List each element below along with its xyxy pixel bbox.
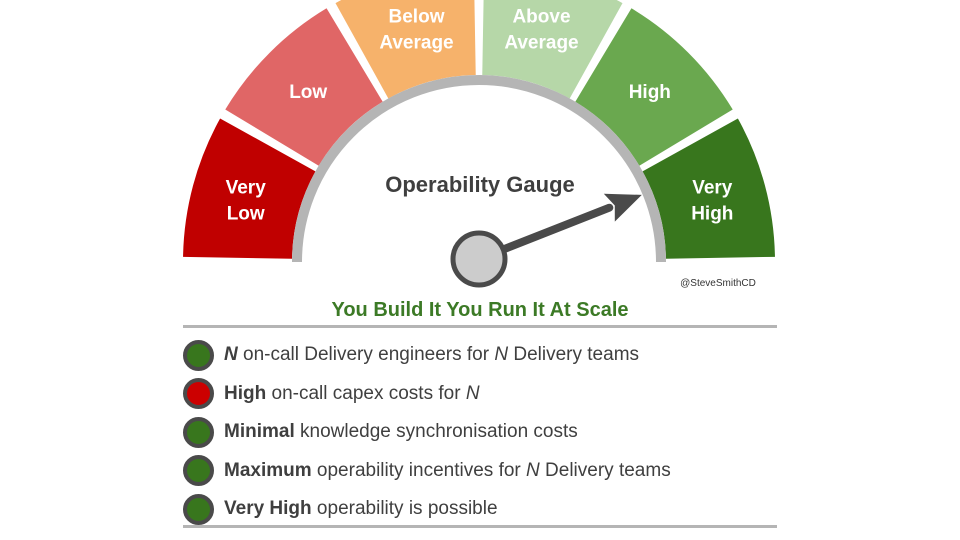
author-credit: @SteveSmithCD [680, 278, 756, 289]
status-dot-good [183, 493, 214, 525]
gauge-segment-label: Above [512, 7, 570, 28]
gauge-segment-label: Low [227, 204, 265, 225]
list-item-text: Very High operability is possible [224, 498, 498, 520]
list-item-text: Minimal knowledge synchronisation costs [224, 421, 578, 443]
list-item-text-part: operability incentives for [311, 459, 527, 481]
list-item-text-part: High [224, 382, 267, 404]
gauge-segment [642, 118, 775, 259]
divider-bottom [183, 525, 777, 528]
list-item-text-part: knowledge synchronisation costs [294, 421, 578, 443]
needle-hub [450, 230, 508, 288]
list-item: Very High operability is possible [183, 490, 777, 529]
gauge-segment-label: Low [289, 82, 327, 103]
needle-arrowhead [603, 193, 642, 222]
status-dot-good [183, 416, 214, 448]
list-item-text-part: on-call Delivery engineers for [237, 344, 495, 366]
list-item: N on-call Delivery engineers for N Deliv… [183, 336, 777, 375]
status-dot-bad [183, 378, 214, 410]
gauge-segment-label: Very [692, 178, 733, 199]
gauge-segment [335, 0, 476, 99]
list-item-text-part: Very High [224, 498, 312, 520]
status-dot-good [183, 339, 214, 371]
list-item-text: N on-call Delivery engineers for N Deliv… [224, 344, 639, 366]
gauge-segment-label: High [629, 82, 671, 103]
gauge-segment-label: Average [504, 33, 578, 54]
gauge-segment-label: Below [389, 7, 445, 28]
divider-top [183, 325, 777, 328]
list-item-text-part: N [465, 382, 480, 404]
gauge-segment [575, 8, 733, 166]
status-dot-good [183, 455, 214, 487]
gauge-needle [450, 193, 642, 288]
gauge-inner-arc [292, 75, 666, 263]
list-item: Maximum operability incentives for N Del… [183, 452, 777, 491]
gauge-segment [482, 0, 623, 99]
list-item-text-part: N [224, 344, 238, 366]
gauge-segment [183, 118, 316, 259]
list-item-text-part: Delivery teams [539, 459, 671, 481]
list-item: Minimal knowledge synchronisation costs [183, 413, 777, 452]
list-item: High on-call capex costs for N [183, 375, 777, 414]
gauge-subtitle: You Build It You Run It At Scale [331, 299, 629, 321]
list-item-text-part: on-call capex costs for [266, 382, 466, 404]
list-item-text-part: N [494, 344, 509, 366]
gauge-title: Operability Gauge [385, 172, 575, 197]
gauge-segment-label: Very [226, 178, 267, 199]
list-item-text-part: Delivery teams [508, 344, 640, 366]
criteria-list: N on-call Delivery engineers for N Deliv… [183, 336, 777, 529]
gauge-segments: VeryLowLowBelowAverageAboveAverageHighVe… [183, 0, 775, 259]
list-item-text-part: Maximum [224, 459, 312, 481]
gauge-segment-label: High [691, 204, 733, 225]
list-item-text: Maximum operability incentives for N Del… [224, 460, 671, 482]
list-item-text-part: N [526, 459, 540, 481]
list-item-text: High on-call capex costs for N [224, 383, 480, 405]
gauge-segment-label: Average [379, 33, 453, 54]
list-item-text-part: operability is possible [311, 498, 498, 520]
list-item-text-part: Minimal [224, 421, 295, 443]
gauge-segment [225, 8, 383, 166]
operability-gauge: VeryLowLowBelowAverageAboveAverageHighVe… [183, 0, 775, 289]
